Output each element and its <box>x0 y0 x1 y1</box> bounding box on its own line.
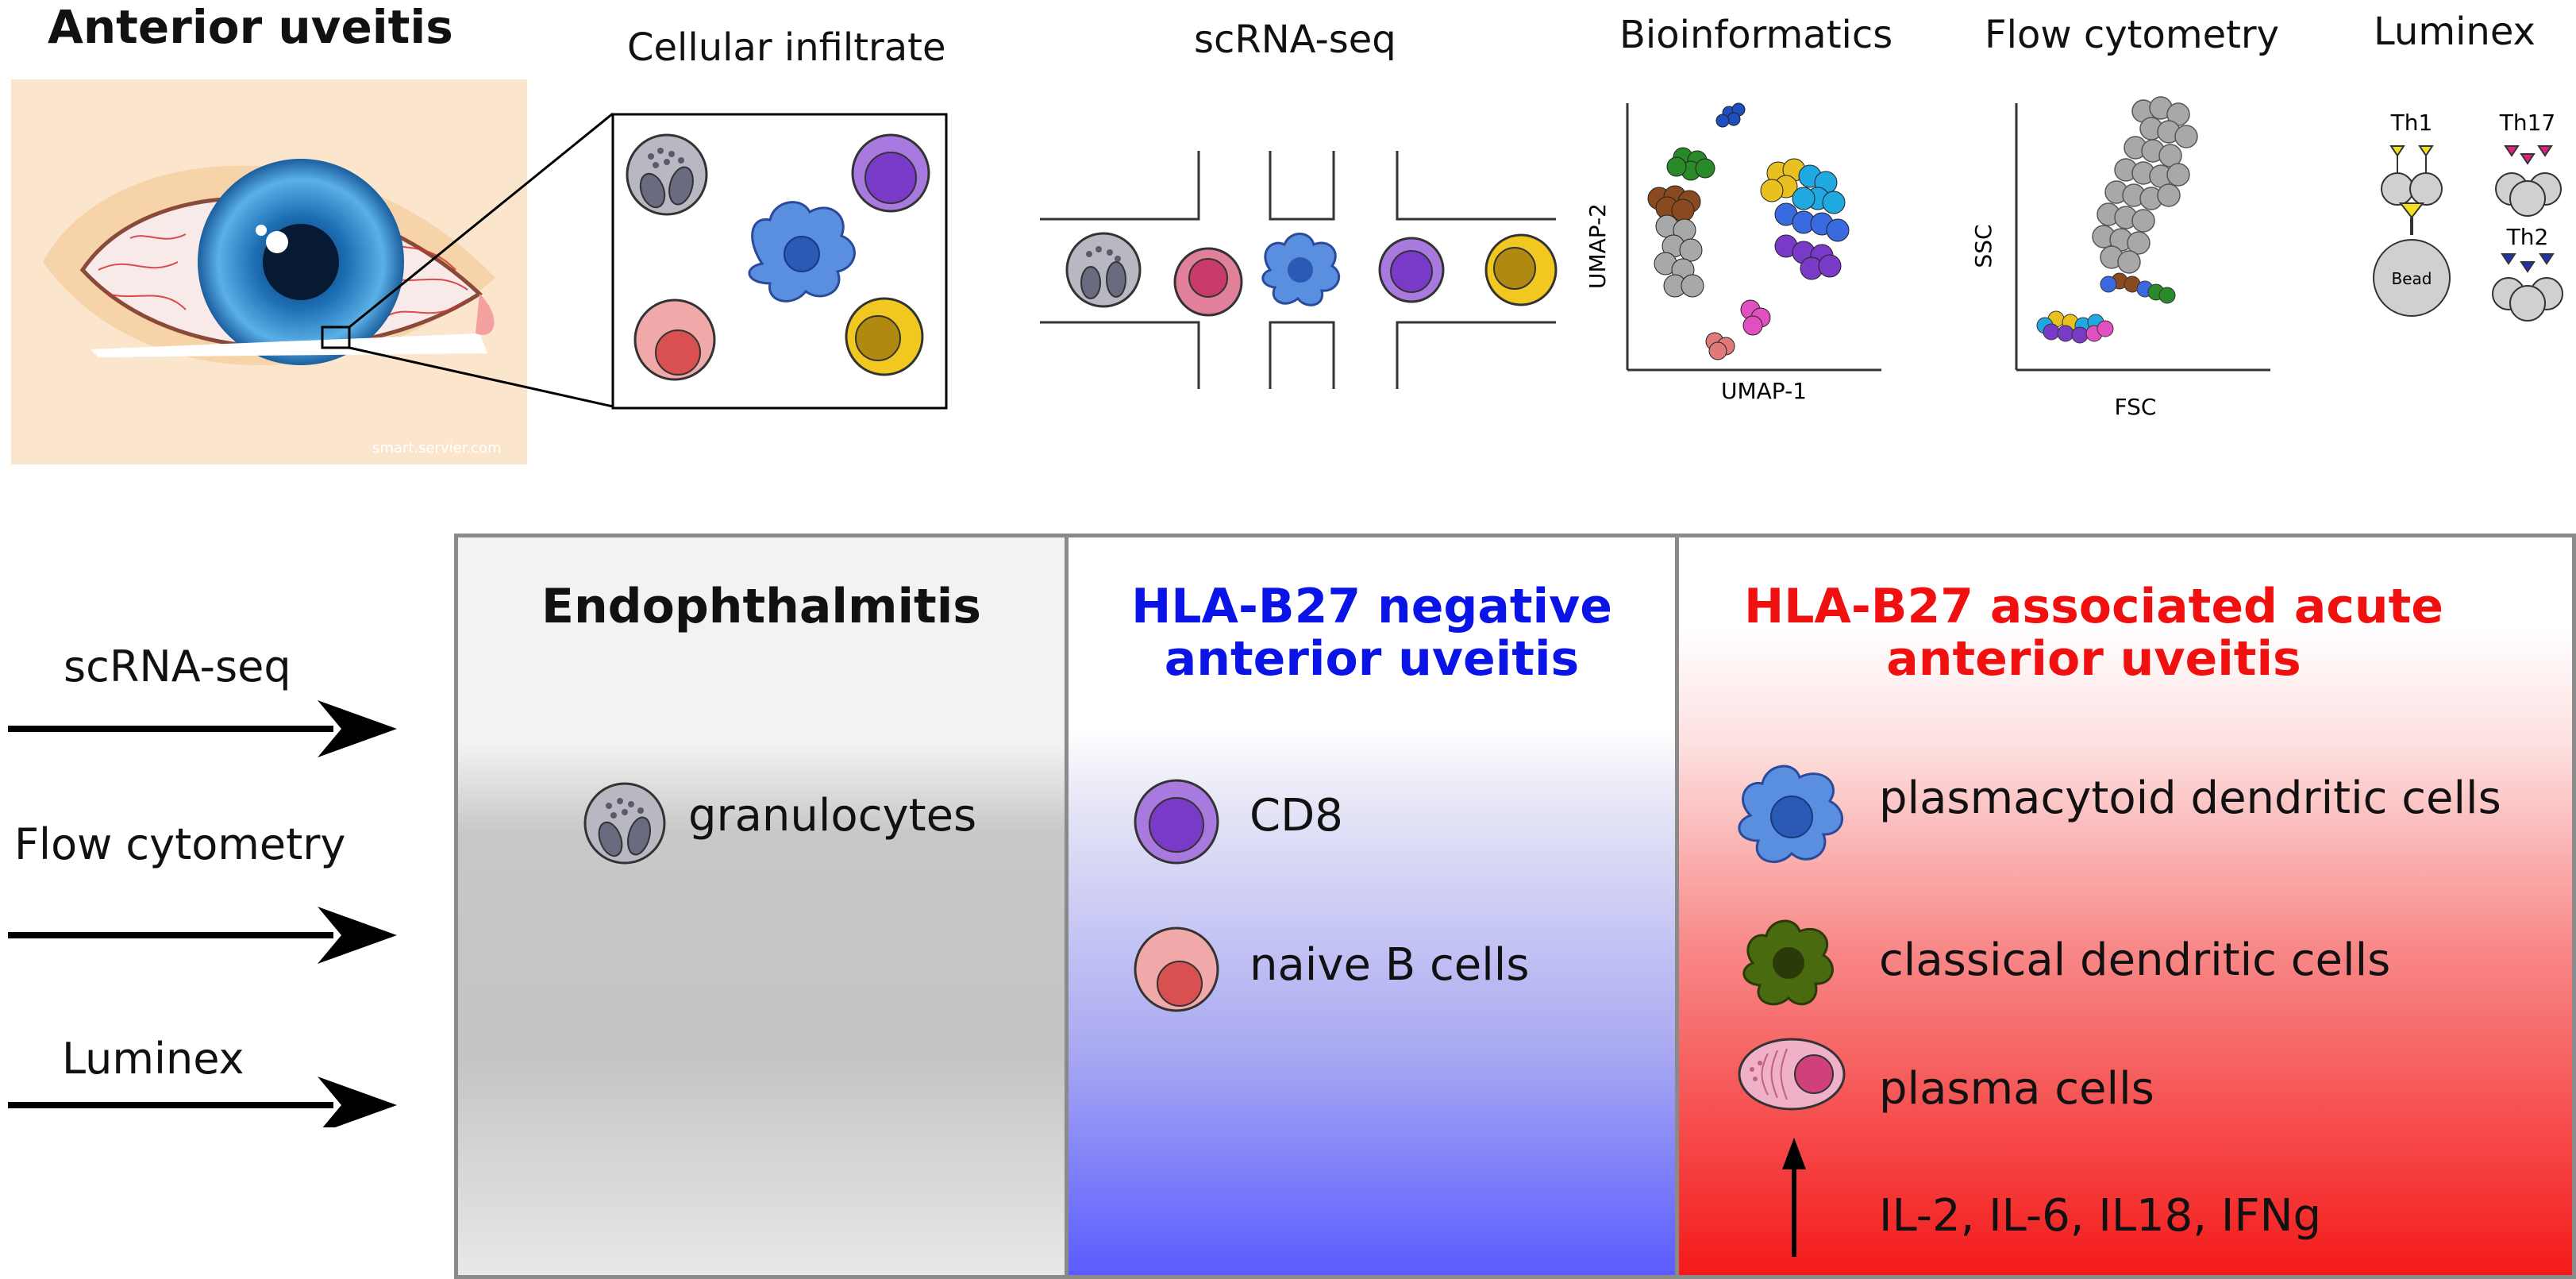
panel-endophthalmitis: Endophthalmitis granulocytes <box>454 534 1069 1279</box>
pdc-icon <box>748 201 856 302</box>
naive-b-icon <box>1134 927 1219 1012</box>
panel-hla-associated: HLA-B27 associated acute anterior uveiti… <box>1675 534 2576 1279</box>
th17-label: Th17 <box>2499 110 2555 136</box>
method-arrows <box>8 700 397 1127</box>
zoom-lines <box>348 112 614 408</box>
cell-label-naive-b: naive B cells <box>1249 939 1530 991</box>
panel-title-hla-negative: HLA-B27 negative anterior uveitis <box>1131 579 1612 687</box>
cell-label-cd8: CD8 <box>1249 790 1343 842</box>
cell-label-pdc: plasmacytoid dendritic cells <box>1879 772 2501 824</box>
cytokine-label: IL-2, IL-6, IL18, IFNg <box>1879 1190 2322 1242</box>
th1-label: Th1 <box>2390 110 2433 136</box>
panel-hla-negative: HLA-B27 negative anterior uveitis CD8 na… <box>1065 534 1679 1279</box>
method-scrnaseq: scRNA-seq <box>64 641 291 692</box>
umap-plot: UMAP-2 UMAP-1 <box>1588 102 1881 404</box>
infiltrate-box <box>611 113 948 410</box>
flow-x-label: FSC <box>2115 394 2157 420</box>
plasma-cell-icon <box>1738 1038 1846 1111</box>
granulocyte-icon <box>1065 232 1142 308</box>
panel-title-endophthalmitis: Endophthalmitis <box>541 579 982 634</box>
pdc-icon <box>1738 765 1843 863</box>
microfluidic-diagram <box>1040 151 1558 389</box>
flow-plot: SSC FSC <box>1970 96 2270 420</box>
flow-y-label: SSC <box>1970 224 1996 268</box>
cell-label-plasma: plasma cells <box>1879 1063 2154 1115</box>
cell-label-cdc: classical dendritic cells <box>1879 934 2391 986</box>
page-title: Anterior uveitis <box>48 0 453 54</box>
step-title-luminex: Luminex <box>2374 10 2536 54</box>
cd8-icon <box>1134 779 1219 865</box>
th2-label: Th2 <box>2506 224 2549 250</box>
step-title-bioinformatics: Bioinformatics <box>1619 13 1893 57</box>
granulocyte-icon <box>626 133 708 216</box>
luminex-diagram: Th1 Th17 Th2 Bead <box>2373 110 2563 322</box>
panel-title-hla-associated: HLA-B27 associated acute anterior uveiti… <box>1743 579 2443 687</box>
watermark: smart.servier.com <box>372 440 502 457</box>
umap-x-label: UMAP-1 <box>1721 378 1807 404</box>
pdc-icon <box>1261 233 1341 306</box>
up-arrow-icon <box>1782 1138 1806 1257</box>
step-title-infiltrate: Cellular infiltrate <box>627 25 946 70</box>
eye-illustration: smart.servier.com <box>11 79 527 464</box>
step-title-flow: Flow cytometry <box>1985 13 2280 57</box>
cdc-icon <box>1742 919 1834 1006</box>
granulocyte-icon <box>583 782 666 865</box>
step-title-scrnaseq: scRNA-seq <box>1194 17 1396 62</box>
method-luminex: Luminex <box>62 1034 245 1084</box>
bead-label: Bead <box>2392 269 2432 288</box>
method-flow: Flow cytometry <box>14 819 346 869</box>
umap-y-label: UMAP-2 <box>1588 203 1611 289</box>
cell-label-granulocytes: granulocytes <box>688 790 977 842</box>
